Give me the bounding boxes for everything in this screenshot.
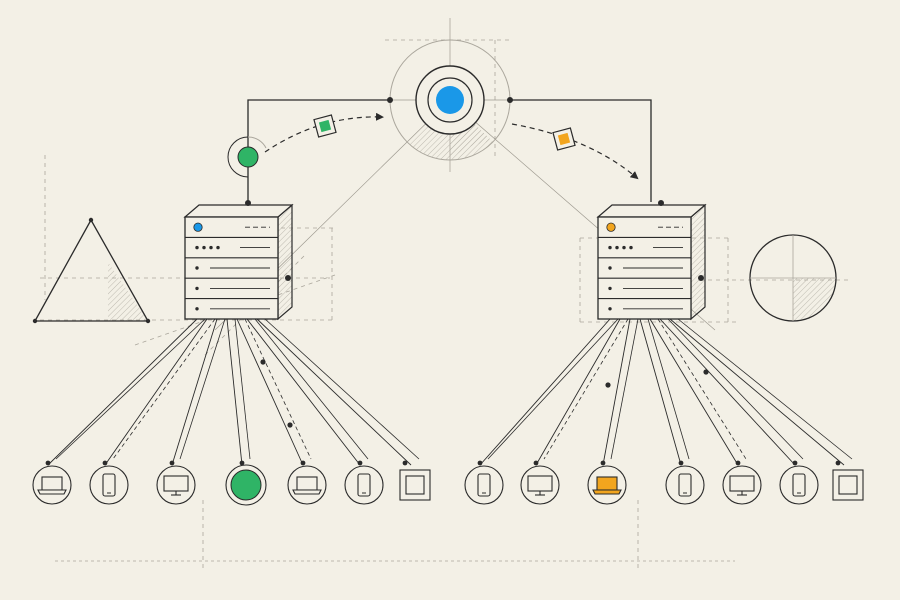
phone-icon [779, 460, 819, 505]
active-node-icon [225, 460, 267, 506]
phone-icon [344, 460, 384, 505]
hub-links [247, 99, 652, 202]
phone-icon [464, 460, 504, 505]
servers-layer [183, 200, 707, 321]
square-node-icon [399, 460, 431, 501]
hub-node-icon [389, 39, 511, 161]
laptop-icon [287, 460, 327, 505]
monitor-icon [520, 460, 560, 505]
status-led-icon [606, 222, 616, 232]
circle-shape [749, 234, 837, 322]
laptop-icon [587, 460, 627, 505]
laptop-icon [32, 460, 72, 505]
monitor-icon [722, 460, 762, 505]
flow-arrow-right [511, 123, 639, 180]
server-rack-icon [596, 200, 707, 321]
server-rack-icon [183, 200, 294, 321]
status-led-icon [193, 222, 203, 232]
monitor-icon [156, 460, 196, 505]
phone-icon [89, 460, 129, 505]
triangle-shape [32, 217, 151, 324]
fan-lines [47, 318, 853, 466]
data-packet-icon [552, 127, 576, 151]
client-devices [32, 460, 864, 506]
phone-icon [665, 460, 705, 505]
square-node-icon [832, 460, 864, 501]
green-node-icon [227, 136, 267, 178]
data-packet-icon [313, 114, 337, 138]
